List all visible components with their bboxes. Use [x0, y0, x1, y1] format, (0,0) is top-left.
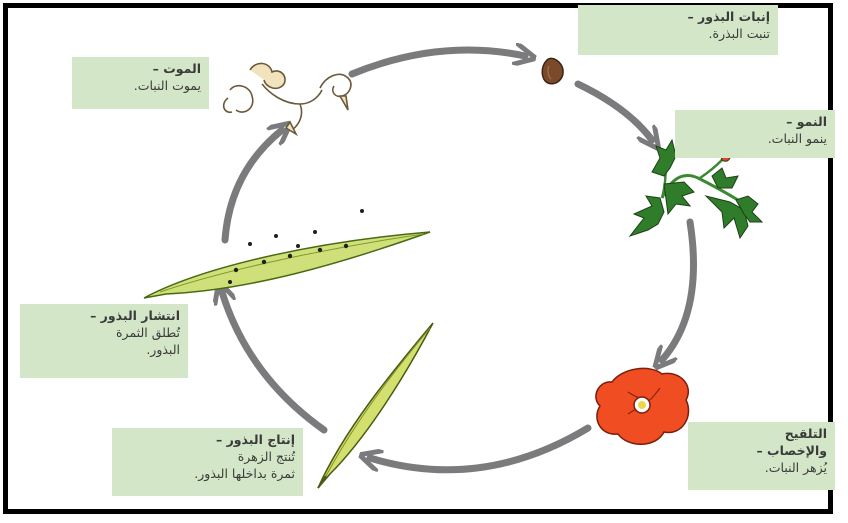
label-germination: إنبات البذور – تنبت البذرة. [578, 5, 778, 55]
leaf-top [652, 140, 676, 176]
growth-desc: ينمو النبات. [683, 130, 827, 147]
pollination-title: التلقيح [696, 425, 827, 442]
seed-illustration [542, 58, 563, 83]
leaf-right-tip [712, 168, 738, 188]
label-pollination: التلقيح والإخصاب – يُزهر النبات. [688, 422, 835, 490]
dispersing-pod-illustration [144, 209, 430, 298]
label-growth: النمو – ينمو النبات. [675, 110, 835, 158]
seed-dispersal-desc-line2: البذور. [28, 341, 180, 358]
label-death: الموت – يموت النبات. [72, 57, 209, 109]
flower-illustration [596, 368, 689, 444]
arrow-dispersal-to-death [225, 130, 282, 240]
seed-production-desc: تُنتج الزهرة [120, 448, 295, 465]
seed-body [542, 58, 563, 83]
pollination-desc: يُزهر النبات. [696, 459, 827, 476]
arrow-pollination-to-seed-production [370, 428, 588, 470]
pollination-title-line2: والإخصاب – [696, 442, 827, 459]
arrow-death-to-germination [352, 50, 525, 74]
seed-production-title: إنتاج البذور – [120, 431, 295, 448]
germination-desc: تنبت البذرة. [586, 25, 770, 42]
arrow-growth-to-pollination [662, 222, 694, 360]
arrow-germination-to-growth [578, 84, 652, 140]
leaf-middle [664, 182, 694, 214]
seed-dispersal-desc: تُطلق الثمرة [28, 324, 180, 341]
death-title: الموت – [80, 60, 201, 77]
seed-pod-illustration [318, 323, 433, 488]
label-seed-dispersal: انتشار البذور – تُطلق الثمرة البذور. [20, 304, 188, 378]
leaf-left [630, 196, 664, 236]
growth-title: النمو – [683, 113, 827, 130]
seed-production-desc-line2: ثمرة بداخلها البذور. [120, 465, 295, 482]
death-desc: يموت النبات. [80, 77, 201, 94]
dead-plant-illustration [224, 63, 351, 134]
label-seed-production: إنتاج البذور – تُنتج الزهرة ثمرة بداخلها… [112, 428, 303, 496]
arrow-seed-production-to-dispersal [222, 292, 324, 430]
germination-title: إنبات البذور – [586, 8, 770, 25]
seed-dispersal-title: انتشار البذور – [28, 307, 180, 324]
